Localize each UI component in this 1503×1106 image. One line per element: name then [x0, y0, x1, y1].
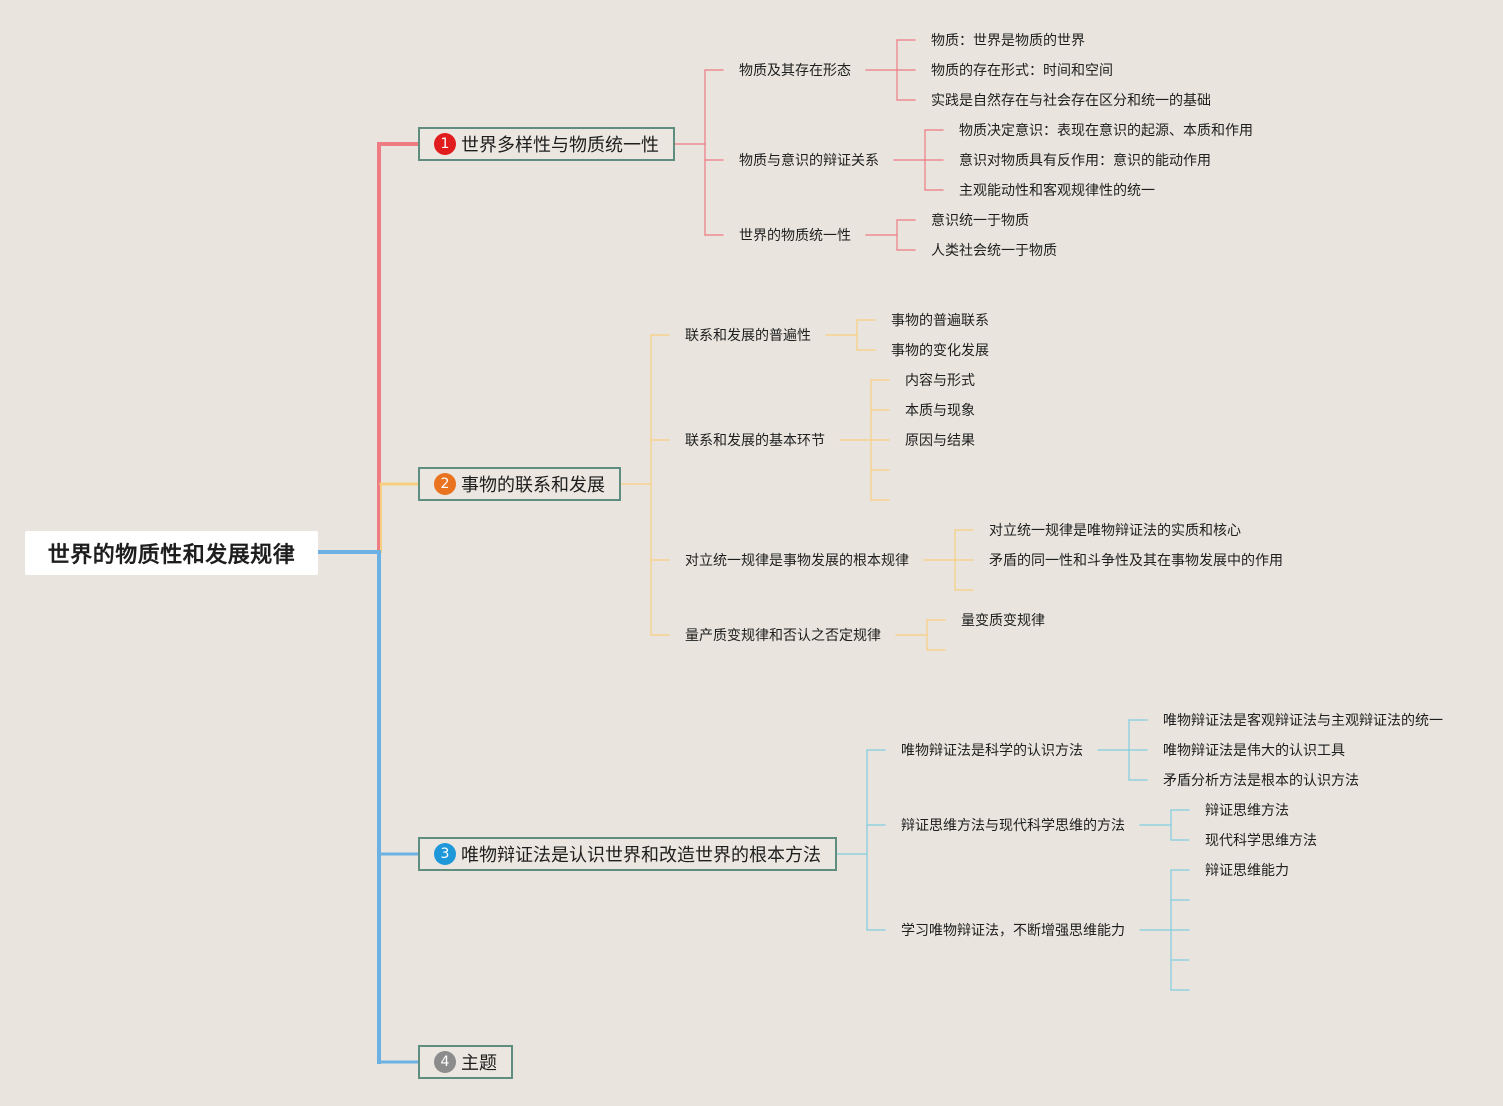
badge-2: 2 — [434, 473, 456, 495]
leaf-2-1-2[interactable]: 事物的变化发展 — [891, 343, 989, 359]
branch-1-label: 世界多样性与物质统一性 — [461, 135, 659, 156]
leaf-3-1-3[interactable]: 矛盾分析方法是根本的认识方法 — [1163, 773, 1359, 789]
branch-2-topic[interactable]: 2 事物的联系和发展 — [418, 467, 621, 501]
leaf-2-3-2[interactable]: 矛盾的同一性和斗争性及其在事物发展中的作用 — [989, 553, 1283, 569]
leaf-1-3-2[interactable]: 人类社会统一于物质 — [931, 243, 1057, 259]
leaf-1-2-1[interactable]: 物质决定意识：表现在意识的起源、本质和作用 — [959, 123, 1253, 139]
subtopic-3-1[interactable]: 唯物辩证法是科学的认识方法 — [901, 743, 1083, 759]
leaf-2-2-1[interactable]: 内容与形式 — [905, 373, 975, 389]
leaf-1-3-1[interactable]: 意识统一于物质 — [931, 213, 1029, 229]
root-topic[interactable]: 世界的物质性和发展规律 — [25, 531, 318, 575]
leaf-3-1-1[interactable]: 唯物辩证法是客观辩证法与主观辩证法的统一 — [1163, 713, 1443, 729]
subtopic-1-1[interactable]: 物质及其存在形态 — [739, 63, 851, 79]
branch-1-topic[interactable]: 1 世界多样性与物质统一性 — [418, 127, 675, 161]
leaf-2-4-1[interactable]: 量变质变规律 — [961, 613, 1045, 629]
subtopic-1-2[interactable]: 物质与意识的辩证关系 — [739, 153, 879, 169]
leaf-3-3-1[interactable]: 辩证思维能力 — [1205, 863, 1289, 879]
badge-3: 3 — [434, 843, 456, 865]
leaf-1-1-1[interactable]: 物质：世界是物质的世界 — [931, 33, 1085, 49]
leaf-2-3-1[interactable]: 对立统一规律是唯物辩证法的实质和核心 — [989, 523, 1241, 539]
leaf-1-2-3[interactable]: 主观能动性和客观规律性的统一 — [959, 183, 1155, 199]
leaf-3-2-1[interactable]: 辩证思维方法 — [1205, 803, 1289, 819]
subtopic-1-3[interactable]: 世界的物质统一性 — [739, 228, 851, 244]
branch-3-label: 唯物辩证法是认识世界和改造世界的根本方法 — [461, 845, 821, 866]
leaf-1-1-3[interactable]: 实践是自然存在与社会存在区分和统一的基础 — [931, 93, 1211, 109]
subtopic-2-3[interactable]: 对立统一规律是事物发展的根本规律 — [685, 553, 909, 569]
branch-4-topic[interactable]: 4 主题 — [418, 1045, 513, 1079]
subtopic-2-2[interactable]: 联系和发展的基本环节 — [685, 433, 825, 449]
leaf-2-1-1[interactable]: 事物的普遍联系 — [891, 313, 989, 329]
leaf-2-2-2[interactable]: 本质与现象 — [905, 403, 975, 419]
leaf-3-2-2[interactable]: 现代科学思维方法 — [1205, 833, 1317, 849]
subtopic-2-4[interactable]: 量产质变规律和否认之否定规律 — [685, 628, 881, 644]
branch-4-label: 主题 — [461, 1053, 497, 1074]
badge-1: 1 — [434, 133, 456, 155]
badge-4: 4 — [434, 1051, 456, 1073]
leaf-1-2-2[interactable]: 意识对物质具有反作用：意识的能动作用 — [959, 153, 1211, 169]
leaf-2-2-3[interactable]: 原因与结果 — [905, 433, 975, 449]
branch-2-label: 事物的联系和发展 — [461, 475, 605, 496]
leaf-1-1-2[interactable]: 物质的存在形式：时间和空间 — [931, 63, 1113, 79]
branch-3-topic[interactable]: 3 唯物辩证法是认识世界和改造世界的根本方法 — [418, 837, 837, 871]
subtopic-3-3[interactable]: 学习唯物辩证法，不断增强思维能力 — [901, 923, 1125, 939]
leaf-3-1-2[interactable]: 唯物辩证法是伟大的认识工具 — [1163, 743, 1345, 759]
subtopic-2-1[interactable]: 联系和发展的普遍性 — [685, 328, 811, 344]
subtopic-3-2[interactable]: 辩证思维方法与现代科学思维的方法 — [901, 818, 1125, 834]
